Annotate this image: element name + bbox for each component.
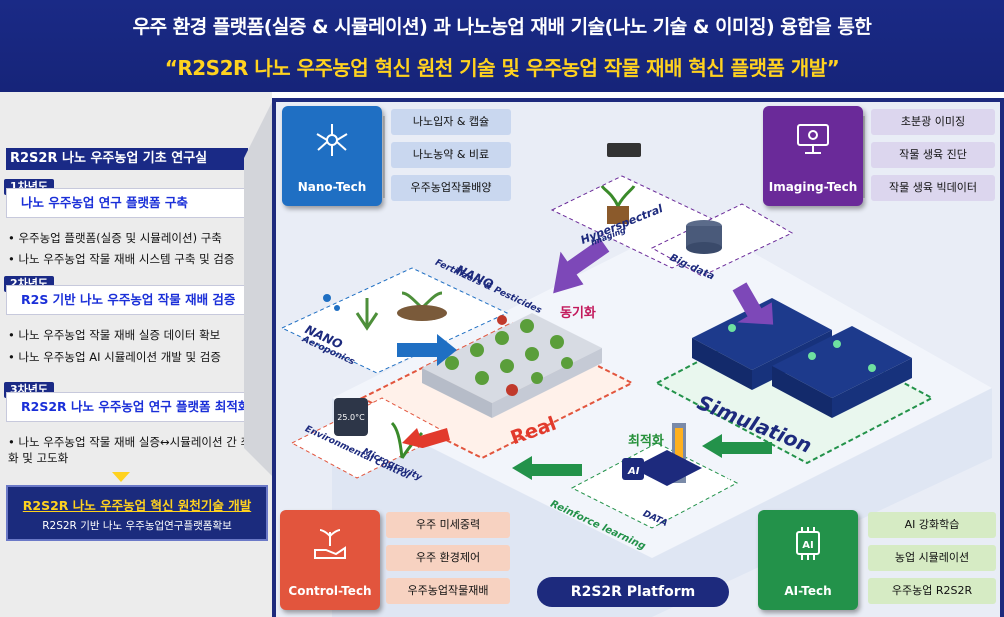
ai-mini-label: AI bbox=[628, 466, 640, 477]
year1-bullet-2: • 나노 우주농업 작물 재배 시스템 구축 및 검증 bbox=[8, 252, 235, 266]
nano-chip-2: 나노농약 & 비료 bbox=[391, 142, 511, 168]
year2-title: R2S 기반 나노 우주농업 작물 재배 검증 bbox=[6, 285, 272, 315]
sync-arrow-down bbox=[732, 282, 774, 325]
ai-chip-1: AI 강화학습 bbox=[868, 512, 996, 538]
left-panel: R2S2R 나노 우주농업 기초 연구실 ▸▸▸ 1차년도 나노 우주농업 연구… bbox=[0, 92, 272, 617]
optimize-label: 최적화 bbox=[628, 434, 664, 449]
chevron-down-icon bbox=[112, 472, 130, 482]
platform-label: R2S2R Platform bbox=[537, 577, 729, 607]
aeroponic-plant-icon bbox=[323, 291, 447, 331]
nano-to-real-arrow bbox=[397, 334, 457, 366]
ai-chip-2: 농업 시뮬레이션 bbox=[868, 545, 996, 571]
nano-chip-3: 우주농업작물배양 bbox=[391, 175, 511, 201]
goal-box: R2S2R 나노 우주농업 혁신 원천기술 개발 R2S2R 기반 나노 우주농… bbox=[6, 485, 268, 541]
ai-tech-card: AI AI-Tech bbox=[758, 510, 858, 610]
monitor-camera-icon bbox=[797, 124, 829, 154]
nano-chip-1: 나노입자 & 캡슐 bbox=[391, 109, 511, 135]
optimize-arrow bbox=[512, 456, 582, 480]
ai-chip-3: 우주농업 R2S2R bbox=[868, 578, 996, 604]
nano-tech-card: Nano-Tech bbox=[282, 106, 382, 206]
ai-chip-icon: AI bbox=[796, 527, 820, 560]
ai-to-sim-arrow bbox=[702, 434, 772, 458]
imaging-chip-2: 작물 생육 진단 bbox=[871, 142, 995, 168]
header-line1: 우주 환경 플랫폼(실증 & 시뮬레이션) 과 나노농업 재배 기술(나노 기술… bbox=[132, 16, 872, 38]
plant-pot-icon bbox=[600, 143, 641, 224]
sync-arrow-up bbox=[553, 238, 610, 294]
control-tech-label: Control-Tech bbox=[288, 584, 372, 598]
imaging-chip-1: 초분광 이미징 bbox=[871, 109, 995, 135]
ai-chip-text: AI bbox=[802, 540, 813, 551]
year3-bullet-1: • 나노 우주농업 작물 재배 실증↔시뮬레이션 간 최적화 및 고도화 bbox=[8, 435, 262, 465]
lab-title: R2S2R 나노 우주농업 기초 연구실 bbox=[6, 148, 248, 170]
control-to-real-arrow bbox=[402, 428, 450, 448]
control-chip-2: 우주 환경제어 bbox=[386, 545, 510, 571]
control-chip-1: 우주 미세중력 bbox=[386, 512, 510, 538]
nano-tech-label: Nano-Tech bbox=[297, 180, 367, 194]
optimization-tower-icon bbox=[622, 423, 702, 486]
digital-racks bbox=[692, 298, 912, 418]
database-icon bbox=[686, 220, 722, 254]
goal-title: R2S2R 나노 우주농업 혁신 원천기술 개발 bbox=[22, 498, 252, 513]
callout-connector bbox=[244, 98, 274, 478]
grow-tanks bbox=[422, 313, 602, 418]
temperature-readout: 25.0°C bbox=[337, 413, 365, 422]
header-line2: “R2S2R 나노 우주농업 혁신 원천 기술 및 우주농업 작물 재배 혁신 … bbox=[164, 56, 840, 80]
year2-bullet-2: • 나노 우주농업 AI 시뮬레이션 개발 및 검증 bbox=[8, 350, 221, 364]
year3-title: R2S2R 나노 우주농업 연구 플랫폼 최적화 bbox=[6, 392, 272, 422]
hand-sprout-icon bbox=[314, 529, 346, 559]
control-tech-card: Control-Tech bbox=[280, 510, 380, 610]
imaging-tech-label: Imaging-Tech bbox=[768, 180, 858, 194]
nano-network-icon bbox=[316, 124, 348, 156]
ai-tech-label: AI-Tech bbox=[784, 584, 832, 598]
imaging-chip-3: 작물 생육 빅데이터 bbox=[871, 175, 995, 201]
year1-bullet-1: • 우주농업 플랫폼(실증 및 시뮬레이션) 구축 bbox=[8, 231, 222, 245]
imaging-tech-card: Imaging-Tech bbox=[763, 106, 863, 206]
control-chip-3: 우주농업작물재배 bbox=[386, 578, 510, 604]
year1-title: 나노 우주농업 연구 플랫폼 구축 bbox=[6, 188, 272, 218]
goal-subtitle: R2S2R 기반 나노 우주농업연구플랫폼확보 bbox=[42, 520, 232, 532]
sync-label: 동기화 bbox=[560, 306, 596, 321]
year2-bullet-1: • 나노 우주농업 작물 재배 실증 데이터 확보 bbox=[8, 328, 221, 342]
header-banner: 우주 환경 플랫폼(실증 & 시뮬레이션) 과 나노농업 재배 기술(나노 기술… bbox=[0, 0, 1004, 92]
